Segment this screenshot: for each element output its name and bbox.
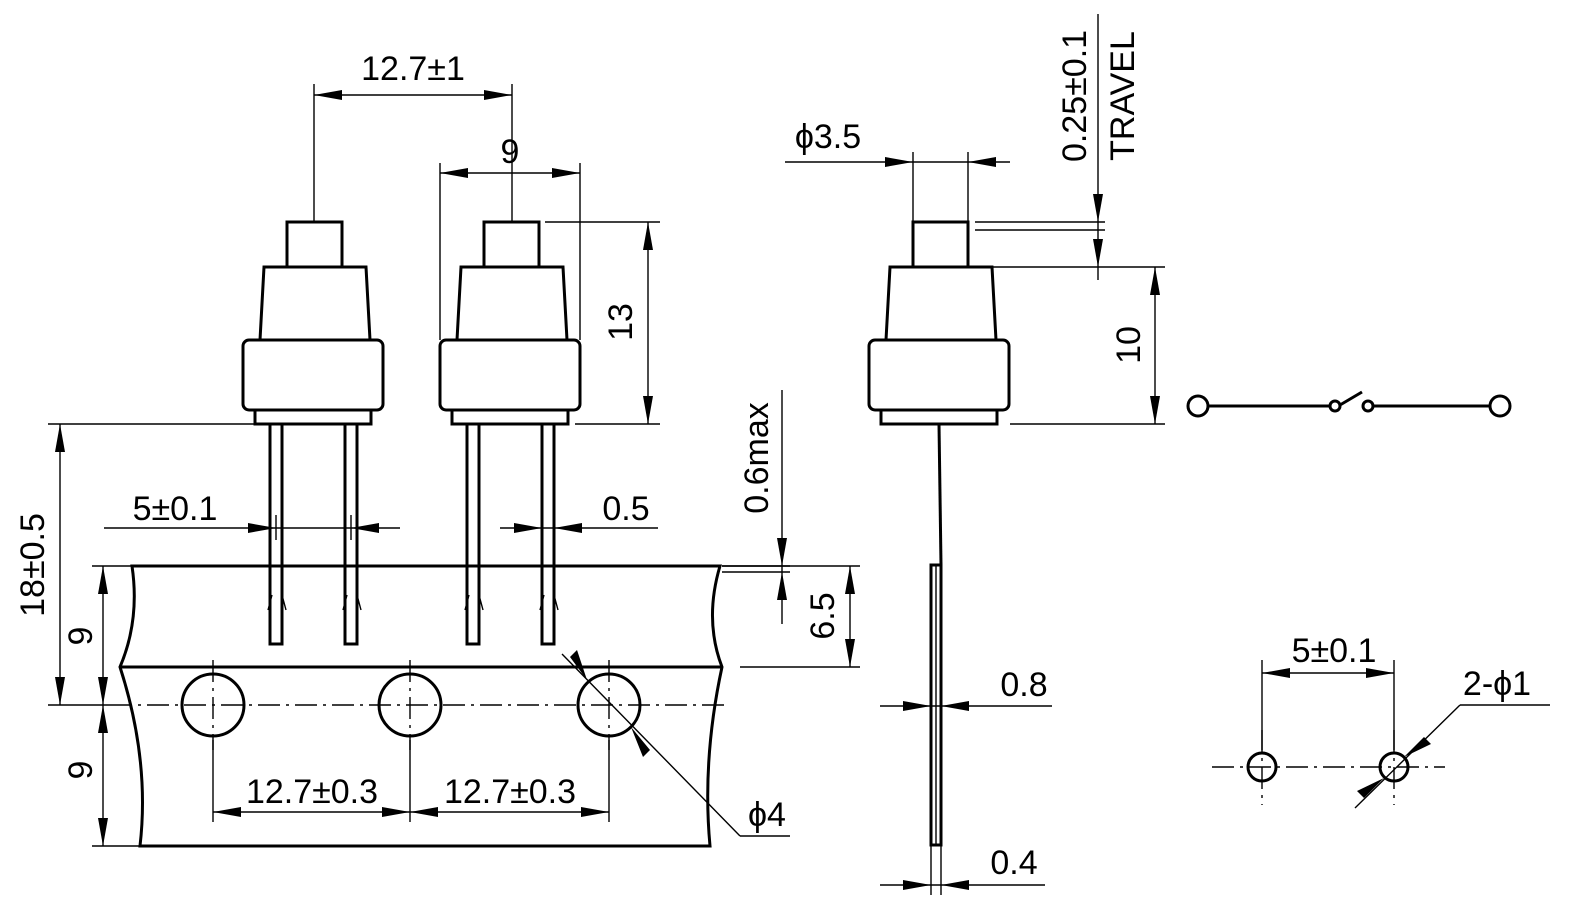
label-hole-pitch-2: 12.7±0.3 (444, 773, 576, 811)
dim-pin-width: 0.5 (500, 490, 658, 533)
dim-max-thickness: 0.6max (722, 390, 790, 624)
label-max-thickness: 0.6max (738, 402, 776, 514)
label-height-13: 13 (602, 303, 640, 341)
dim-side-height: 10 (1010, 267, 1165, 425)
dim-height-13: 13 (545, 221, 660, 425)
dim-pcb-holes: 2-ϕ1 (1354, 665, 1550, 809)
label-tape-top: 9 (62, 627, 100, 646)
label-pin-spacing: 5±0.1 (133, 490, 218, 528)
dim-overall-height: 18±0.5 (14, 423, 255, 706)
label-lead-0-8: 0.8 (1000, 666, 1047, 704)
dim-tape-6-5: 6.5 (722, 565, 860, 668)
label-pcb-pitch: 5±0.1 (1292, 632, 1377, 670)
label-pcb-holes: 2-ϕ1 (1463, 665, 1531, 703)
label-top-pitch: 12.7±1 (361, 50, 465, 88)
label-tape-6-5: 6.5 (804, 592, 842, 639)
label-hole-pitch-1: 12.7±0.3 (246, 773, 378, 811)
label-pin-width: 0.5 (602, 490, 649, 528)
label-travel-value: 0.25±0.1 (1056, 30, 1094, 162)
switch-left (241, 220, 385, 646)
dim-hole-pitch: 12.7±0.3 12.7±0.3 (212, 740, 610, 822)
dim-cap-width: 9 (439, 133, 581, 340)
label-cap-width: 9 (501, 133, 520, 171)
dim-pcb-pitch: 5±0.1 (1261, 632, 1395, 750)
dim-pin-spacing: 5±0.1 (104, 490, 400, 540)
switch-right (438, 220, 582, 646)
label-side-height: 10 (1110, 326, 1148, 364)
carrier-tape (110, 564, 730, 848)
switch-side-view (867, 220, 1011, 847)
label-plunger-dia: ϕ3.5 (795, 118, 861, 156)
dim-plunger-dia: ϕ3.5 (785, 118, 1010, 222)
dim-lead-0-4: 0.4 (880, 844, 1045, 895)
dim-lead-0-8: 0.8 (880, 666, 1052, 711)
label-hole-dia: ϕ4 (748, 796, 786, 834)
label-overall-height: 18±0.5 (14, 513, 52, 617)
label-tape-bottom: 9 (62, 761, 100, 780)
label-lead-0-4: 0.4 (990, 844, 1037, 882)
dim-travel: 0.25±0.1 TRAVEL (975, 14, 1165, 280)
pcb-layout (1212, 730, 1445, 805)
dim-tape-bottom: 9 (62, 705, 140, 847)
dim-top-pitch: 12.7±1 (313, 50, 513, 222)
label-travel-word: TRAVEL (1104, 31, 1142, 161)
dim-hole-dia: ϕ4 (561, 650, 790, 837)
dim-tape-top: 9 (62, 565, 140, 705)
switch-schematic (1186, 390, 1512, 418)
